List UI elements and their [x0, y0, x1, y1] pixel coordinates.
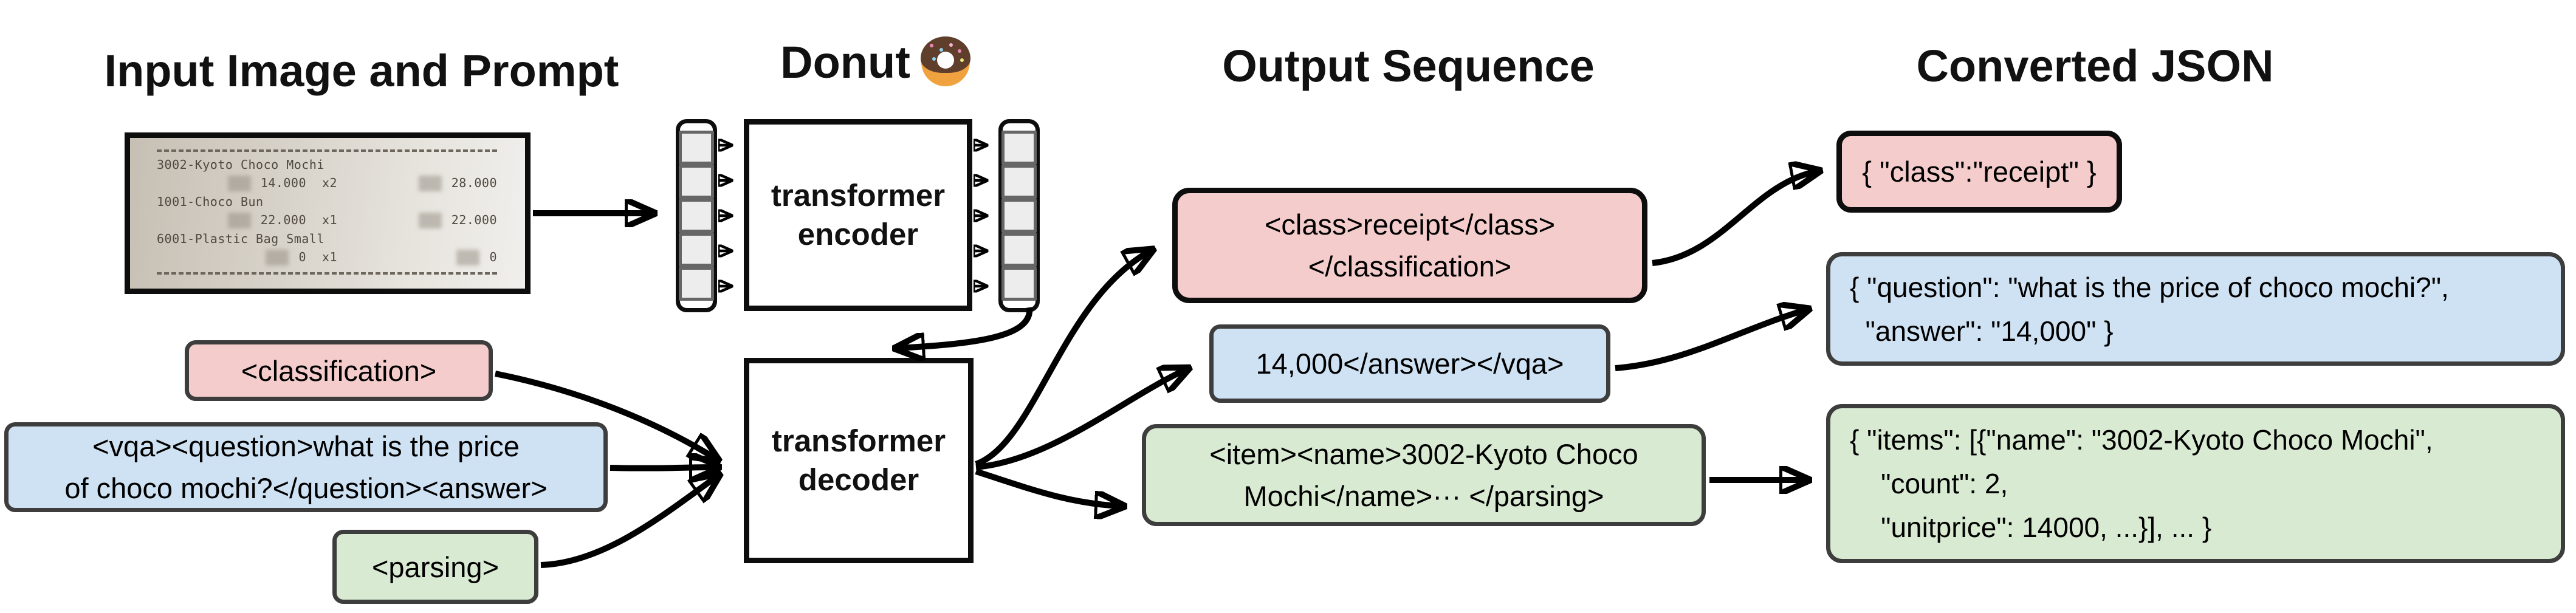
- arrow-vqa-to-decoder: [610, 467, 716, 468]
- output-vqa-box: 14,000</answer></vqa>: [1209, 324, 1610, 403]
- receipt-item-name: 3002-Kyoto Choco Mochi: [157, 157, 325, 172]
- arrow-vqa-to-json: [1615, 310, 1806, 371]
- output-parsing-box: <item><name>3002-Kyoto Choco Mochi</name…: [1142, 424, 1706, 526]
- encoder-output-tokens: [998, 119, 1040, 312]
- redaction-blur: [418, 175, 442, 191]
- model-title-row: Donut: [735, 34, 1015, 90]
- arrow-encoder-to-decoder: [898, 307, 1033, 348]
- patch-token: [679, 267, 714, 301]
- receipt-item-amounts: 0 x1 0: [157, 248, 497, 267]
- model-title: Donut: [780, 36, 910, 87]
- receipt-item-name: 6001-Plastic Bag Small: [157, 231, 325, 246]
- patch-token: [1001, 267, 1037, 301]
- patch-token: [1001, 199, 1037, 233]
- redaction-blur: [266, 249, 289, 265]
- receipt-image: 3002-Kyoto Choco Mochi 14.000 x2 28.000 …: [125, 132, 531, 294]
- redaction-blur: [456, 249, 480, 265]
- patch-token: [679, 199, 714, 233]
- transformer-encoder-box: transformer encoder: [744, 119, 972, 311]
- receipt-divider: [157, 149, 497, 152]
- prompt-classification-box: <classification>: [185, 340, 493, 401]
- input-column-title: Input Image and Prompt: [104, 46, 619, 96]
- redaction-blur: [418, 212, 442, 228]
- prompt-parsing-box: <parsing>: [332, 530, 538, 604]
- receipt-item-amounts: 14.000 x2 28.000: [157, 174, 497, 193]
- json-classification-box: { "class":"receipt" }: [1836, 131, 2122, 213]
- json-column-title: Converted JSON: [1916, 41, 2274, 91]
- arrow-decoder-to-parsing: [975, 468, 1121, 506]
- output-column-title: Output Sequence: [1222, 41, 1595, 91]
- patch-token: [679, 165, 714, 199]
- redaction-blur: [227, 175, 251, 191]
- redaction-blur: [227, 212, 251, 228]
- encoder-input-tokens: [676, 119, 717, 312]
- receipt-item-amounts: 22.000 x1 22.000: [157, 211, 497, 230]
- receipt-item-name: 1001-Choco Bun: [157, 194, 264, 209]
- arrow-classification-to-json: [1652, 171, 1817, 266]
- receipt-divider: [157, 272, 497, 275]
- patch-token: [679, 233, 714, 267]
- output-classification-box: <class>receipt</class> </classification>: [1172, 188, 1647, 303]
- json-vqa-box: { "question": "what is the price of choc…: [1826, 252, 2565, 366]
- prompt-vqa-box: <vqa><question>what is the price of choc…: [4, 422, 608, 512]
- donut-icon: [920, 36, 970, 86]
- patch-token: [679, 131, 714, 165]
- patch-token: [1001, 165, 1037, 199]
- json-parsing-box: { "items": [{"name": "3002-Kyoto Choco M…: [1826, 404, 2565, 563]
- patch-token: [1001, 233, 1037, 267]
- transformer-decoder-box: transformer decoder: [744, 358, 974, 563]
- patch-token: [1001, 131, 1037, 165]
